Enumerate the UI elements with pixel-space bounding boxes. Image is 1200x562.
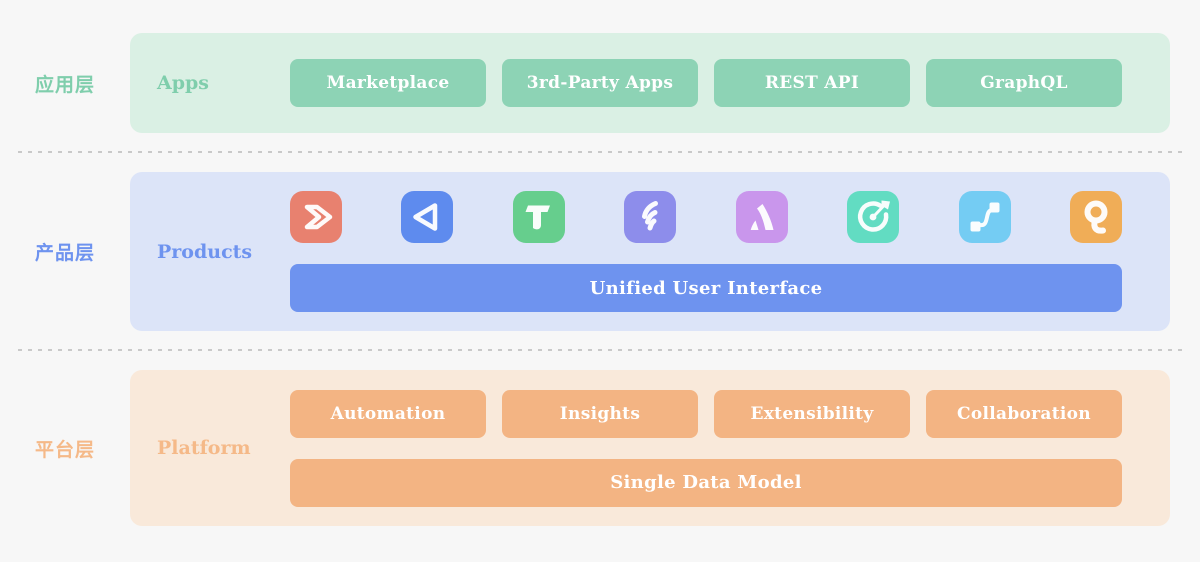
chevron-arrow-icon	[290, 191, 342, 243]
dashed-separator	[18, 349, 1182, 351]
apps-panel-title: Apps	[157, 72, 210, 94]
feather-icon	[624, 191, 677, 243]
letter-q-icon	[1069, 191, 1122, 243]
chip-rest-api: REST API	[714, 59, 910, 107]
products-panel-title: Products	[157, 240, 253, 263]
platform-chip-row: Automation Insights Extensibility Collab…	[290, 389, 1122, 438]
target-dart-icon	[847, 191, 900, 243]
chip-graphql: GraphQL	[926, 59, 1122, 107]
letter-t-icon	[512, 191, 565, 243]
layer-apps: 应用层 Apps Marketplace 3rd-Party Apps REST…	[0, 33, 1200, 133]
single-data-model-bar: Single Data Model	[290, 458, 1122, 507]
chip-insights: Insights	[502, 389, 698, 438]
product-icon-row	[290, 191, 1122, 243]
unified-user-interface-bar: Unified User Interface	[290, 264, 1122, 312]
chip-automation: Automation	[290, 389, 486, 438]
chip-third-party-apps: 3rd-Party Apps	[502, 59, 698, 107]
workflow-connector-icon	[958, 191, 1011, 243]
dashed-separator	[18, 151, 1182, 153]
triangle-play-icon	[401, 191, 454, 243]
chip-collaboration: Collaboration	[926, 389, 1122, 438]
platform-panel-title: Platform	[157, 437, 251, 459]
chip-extensibility: Extensibility	[714, 389, 910, 438]
side-label-application-layer: 应用层	[34, 73, 95, 96]
apps-chip-row: Marketplace 3rd-Party Apps REST API Grap…	[290, 59, 1122, 107]
platform-panel-content: Automation Insights Extensibility Collab…	[290, 370, 1122, 526]
layer-products: 产品层 Products	[0, 172, 1200, 331]
side-label-platform-layer: 平台层	[34, 438, 95, 461]
products-panel-content: Unified User Interface	[290, 172, 1122, 331]
apps-panel: Apps Marketplace 3rd-Party Apps REST API…	[130, 33, 1170, 133]
mountain-a-icon	[735, 191, 788, 243]
chip-marketplace: Marketplace	[290, 59, 486, 107]
apps-panel-content: Marketplace 3rd-Party Apps REST API Grap…	[290, 33, 1122, 133]
layer-platform: 平台层 Platform Automation Insights Extensi…	[0, 370, 1200, 526]
side-label-product-layer: 产品层	[34, 242, 95, 264]
products-panel: Products	[130, 172, 1170, 331]
platform-panel: Platform Automation Insights Extensibili…	[130, 370, 1170, 526]
